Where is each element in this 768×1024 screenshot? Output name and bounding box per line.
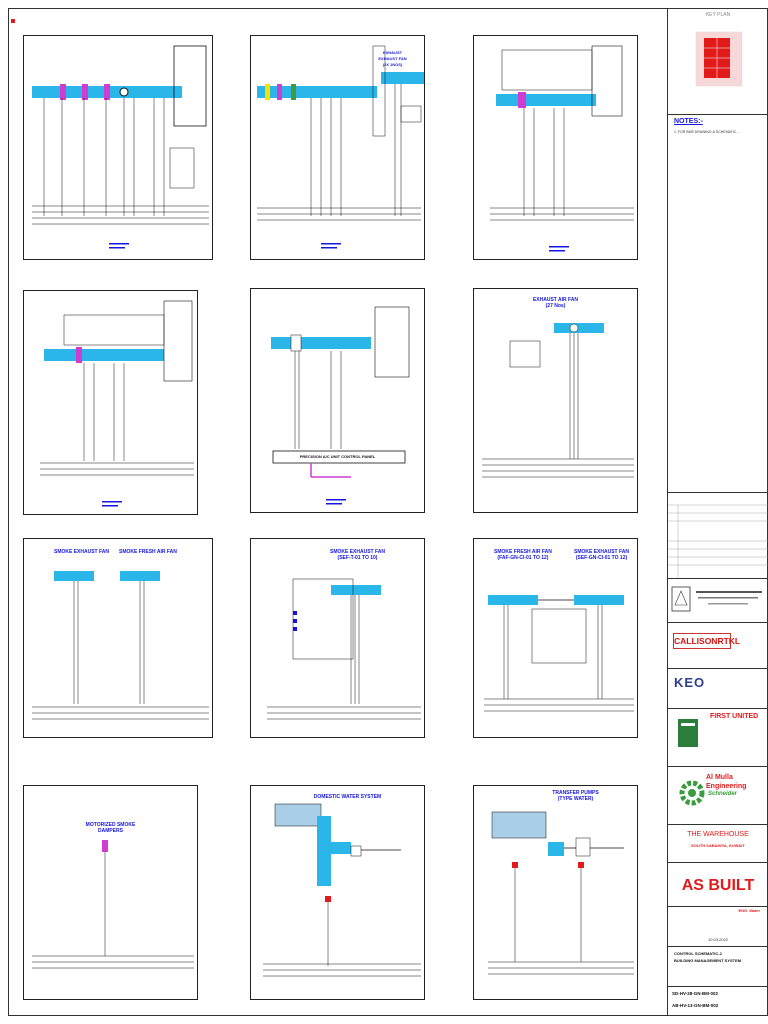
gear-icon: [679, 780, 705, 806]
key-plan-section: KEY PLAN: [668, 8, 768, 114]
drawing-number-2: AB-HV-13-GN-BM-002: [672, 1003, 719, 1008]
notes-section: NOTES:- 1. FOR BMS DRAWING & SCHEMATIC .…: [668, 114, 768, 492]
panel-11-title: DOMESTIC WATER SYSTEM: [313, 794, 382, 800]
ahu-schematic-4: [40, 300, 194, 507]
drawing-number-1: SD-HV-28-GN-BM-002: [672, 991, 719, 996]
panel-9-title-b: SMOKE EXHAUST FAN (SEF-GN-CI-01 TO 12): [574, 549, 630, 561]
schematic-panel-3: [473, 35, 638, 260]
date-value: 10.03.2022: [708, 937, 729, 942]
schematic-panel-4: [23, 290, 198, 515]
schematic-panel-10: MOTORIZED SMOKE DAMPERS: [23, 785, 198, 1000]
exhaust-fan-schematic: [482, 323, 634, 478]
ahu-schematic-3: [490, 45, 634, 252]
smoke-fans-schematic: [32, 571, 209, 720]
domestic-water-schematic: [263, 803, 421, 977]
panel-10-title: MOTORIZED SMOKE DAMPERS: [85, 822, 136, 834]
schematic-panel-6: EXHAUST AIR FAN (27 Nos): [473, 288, 638, 513]
as-built-stamp: AS BUILT: [681, 877, 755, 894]
transfer-pumps-schematic: [488, 811, 634, 975]
consultant-section: KEO: [668, 668, 768, 708]
notes-text: 1. FOR BMS DRAWING & SCHEMATIC ...: [674, 130, 741, 134]
drawing-title: CONTROL SCHEMATIC-2 BUILDING MANAGEMENT …: [674, 951, 742, 963]
ahu-schematic-1: [32, 45, 209, 249]
architect-section: CALLISONRTKL: [668, 622, 768, 668]
notes-title: NOTES:-: [674, 118, 703, 125]
contractor-section: FIRST UNITED: [668, 708, 768, 766]
precision-ac-schematic: [271, 306, 410, 505]
engineer-label: ENG. Mater: [738, 908, 760, 913]
smoke-fresh-exhaust-schematic: [484, 595, 634, 712]
status-section: AS BUILT: [668, 862, 768, 906]
panel-7-title-a: SMOKE EXHAUST FAN: [54, 549, 110, 555]
keo-logo: KEO: [674, 675, 706, 690]
first-united-logo: FIRST UNITED: [710, 713, 759, 720]
client-logo: [671, 586, 762, 612]
schematic-panel-2: EXHAUST EXHAUST FAN (2X 1NOS): [250, 35, 425, 260]
schneider-logo: Schneider: [708, 791, 738, 797]
motorized-dampers-schematic: [32, 840, 194, 969]
ahu-schematic-2: [257, 45, 424, 249]
revision-section: [668, 492, 768, 579]
panel-12-title: TRANSFER PUMPS (TYPE WATER): [552, 790, 599, 802]
revision-marker: [11, 19, 15, 23]
schematic-panel-1: [23, 35, 213, 260]
key-plan-label: KEY PLAN: [705, 12, 731, 18]
client-logo-section: [668, 578, 768, 622]
callison-logo: CALLISONRTKL: [673, 633, 740, 649]
panel-9-title-a: SMOKE FRESH AIR FAN (FAF-GN-CI-01 TO 12): [494, 549, 552, 561]
project-location: SOUTH SABAHIYA, KUWAIT: [691, 843, 745, 848]
al-mulla-logo: Al Mulla Engineering: [706, 774, 747, 790]
schematic-panel-5: PRECISION A/C UNIT CONTROL PANEL: [250, 288, 425, 513]
smoke-exhaust-schematic: [267, 578, 421, 720]
precision-ac-panel-label: PRECISION A/C UNIT CONTROL PANEL: [299, 454, 376, 459]
panel-2-title: EXHAUST EXHAUST FAN (2X 1NOS): [378, 50, 407, 67]
schematic-panel-8: SMOKE EXHAUST FAN (SEF-T-01 TO 10): [250, 538, 425, 738]
drawing-number-section: SD-HV-28-GN-BM-002 AB-HV-13-GN-BM-002: [668, 986, 768, 1016]
title-block: KEY PLAN NOTES:- 1. FOR BMS DRAWING & SC…: [667, 8, 768, 1016]
project-section: THE WAREHOUSE SOUTH SABAHIYA, KUWAIT: [668, 824, 768, 862]
panel-8-title: SMOKE EXHAUST FAN (SEF-T-01 TO 10): [329, 549, 385, 561]
revision-table: [668, 504, 768, 579]
schematic-panel-9: SMOKE FRESH AIR FAN (FAF-GN-CI-01 TO 12)…: [473, 538, 638, 738]
schematic-panel-12: TRANSFER PUMPS (TYPE WATER): [473, 785, 638, 1000]
project-name: THE WAREHOUSE: [687, 831, 749, 838]
panel-6-title: EXHAUST AIR FAN (27 Nos): [532, 297, 579, 309]
signature-section: ENG. Mater 10.03.2022: [668, 906, 768, 946]
schematic-panel-11: DOMESTIC WATER SYSTEM: [250, 785, 425, 1000]
panel-7-title-b: SMOKE FRESH AIR FAN: [119, 549, 177, 555]
subcontractor-section: Al Mulla Engineering Schneider: [668, 766, 768, 824]
schematic-panel-7: SMOKE EXHAUST FAN SMOKE FRESH AIR FAN: [23, 538, 213, 738]
drawing-title-section: CONTROL SCHEMATIC-2 BUILDING MANAGEMENT …: [668, 946, 768, 986]
key-plan-graphic: [695, 31, 743, 87]
first-united-emblem: [678, 719, 698, 747]
